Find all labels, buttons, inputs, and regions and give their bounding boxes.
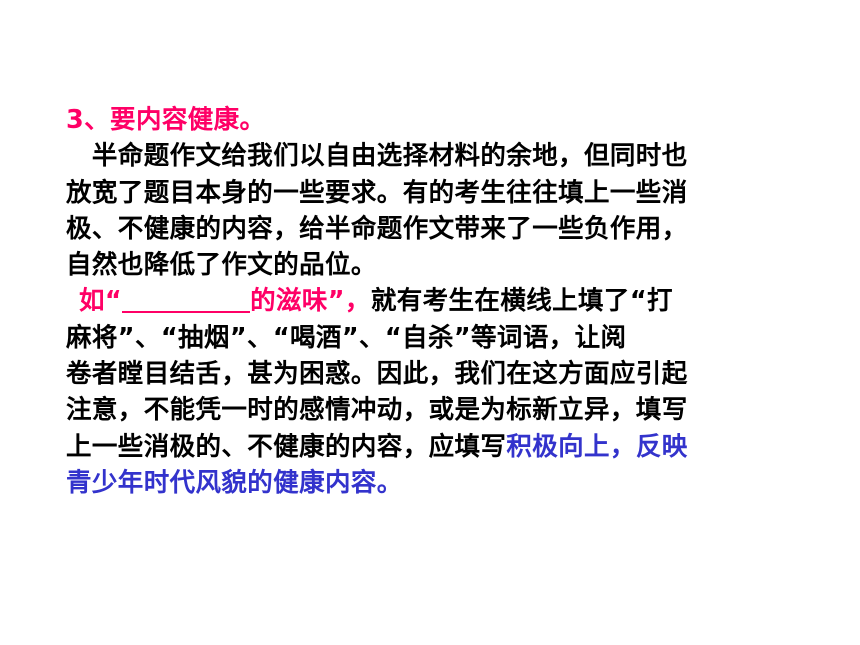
paragraph1-line1: 半命题作文给我们以自由选择材料的余地，但同时也: [66, 141, 688, 172]
example-close: 的滋味”，: [250, 286, 371, 317]
paragraph2-line5-plain: 上一些消极的、不健康的内容，应填写: [66, 431, 507, 462]
paragraph1-line4: 自然也降低了作文的品位。: [66, 250, 377, 281]
paragraph2-line3: 卷者瞠目结舌，甚为困惑。因此，我们在这方面应引起: [66, 359, 688, 390]
paragraph2-line2: 麻将”、“抽烟”、“喝酒”、“自杀”等词语，让阅: [66, 322, 627, 353]
fill-in-blank: [122, 285, 251, 314]
paragraph2-line1: 如“ 的滋味”，就有考生在横线上填了“打: [66, 283, 766, 319]
section-heading: 3、要内容健康。: [66, 105, 266, 135]
paragraph2-line5-emphasis: 积极向上，反映: [506, 431, 688, 462]
paragraph2-line6: 青少年时代风貌的健康内容。: [66, 467, 403, 498]
text-body: 3、要内容健康。 半命题作文给我们以自由选择材料的余地，但同时也 放宽了题目本身…: [66, 102, 766, 501]
paragraph2-line4: 注意，不能凭一时的感情冲动，或是为标新立异，填写: [66, 395, 688, 426]
example-open: 如“: [79, 286, 123, 317]
paragraph2-line5: 上一些消极的、不健康的内容，应填写积极向上，反映: [66, 429, 766, 465]
paragraph1-line2: 放宽了题目本身的一些要求。有的考生往往填上一些消: [66, 177, 688, 208]
paragraph2-line1-rest: 就有考生在横线上填了“打: [370, 286, 673, 317]
paragraph1-line3: 极、不健康的内容，给半命题作文带来了一些负作用，: [66, 213, 688, 244]
